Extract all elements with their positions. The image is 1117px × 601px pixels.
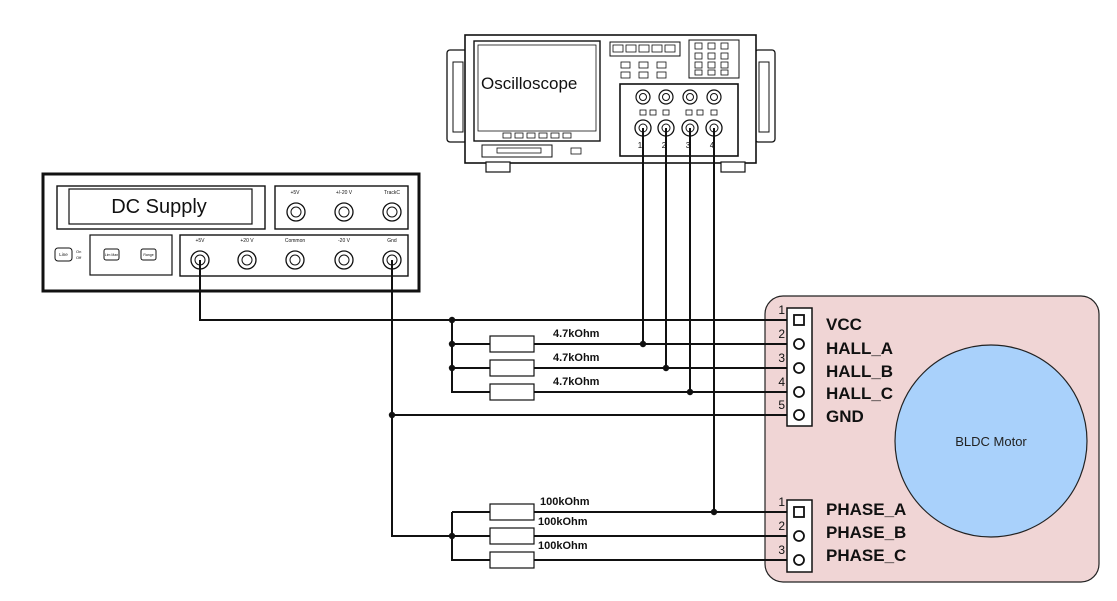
resistor <box>489 503 535 521</box>
resistor <box>489 527 535 545</box>
pin-name: PHASE_A <box>826 500 906 519</box>
jack-label: +5V <box>195 238 205 244</box>
resistor-label: 100kOhm <box>538 540 588 552</box>
resistor <box>489 359 535 377</box>
pin-number: 3 <box>778 351 785 365</box>
resistor-label: 4.7kOhm <box>553 352 600 364</box>
pin-number: 3 <box>778 543 785 557</box>
pin-number: 2 <box>778 519 785 533</box>
phase-connector: 1 2 3 PHASE_A PHASE_B PHASE_C <box>778 495 906 573</box>
jack-label: TrackC <box>384 190 400 196</box>
pullup-resistors: 4.7kOhm 4.7kOhm 4.7kOhm <box>489 328 600 401</box>
junction-dots <box>388 316 718 540</box>
connector-pin <box>793 362 805 374</box>
lim-man-label: Lim Man <box>105 253 118 257</box>
dc-supply-title: DC Supply <box>111 196 207 218</box>
connector-pin <box>793 338 805 350</box>
pin-name: HALL_C <box>826 384 893 403</box>
connector-pin <box>793 314 805 326</box>
pin-number: 5 <box>778 398 785 412</box>
pin-name: GND <box>826 407 864 426</box>
pin-number: 2 <box>778 327 785 341</box>
switch-off-label: Off <box>76 255 82 260</box>
dc-supply-display <box>68 188 253 225</box>
resistor-label: 4.7kOhm <box>553 376 600 388</box>
range-label: Range <box>143 253 153 257</box>
resistor <box>489 335 535 353</box>
pin-number: 1 <box>778 495 785 509</box>
resistor-label: 100kOhm <box>540 496 590 508</box>
connector-pin <box>793 386 805 398</box>
phase-resistors: 100kOhm 100kOhm 100kOhm <box>489 496 590 569</box>
pin-number: 1 <box>778 303 785 317</box>
line-switch[interactable] <box>54 247 73 262</box>
resistor-label: 100kOhm <box>538 516 588 528</box>
range-button[interactable] <box>140 248 157 261</box>
connector-pin <box>793 409 805 421</box>
pin-number: 4 <box>778 375 785 389</box>
connector-pin <box>793 506 805 518</box>
resistor <box>489 383 535 401</box>
jack-label: Common <box>285 238 306 244</box>
pin-name: HALL_B <box>826 362 893 381</box>
pin-name: VCC <box>826 315 862 334</box>
switch-on-label: On <box>76 249 81 254</box>
pin-name: HALL_A <box>826 339 893 358</box>
scope-channel-label: 3 <box>686 141 691 150</box>
oscilloscope-title: Oscilloscope <box>481 74 577 93</box>
motor-block: BLDC Motor <box>764 295 1100 583</box>
motor-label: BLDC Motor <box>955 434 1027 449</box>
scope-channel-label: 1 <box>638 141 643 150</box>
line-switch-label: Line <box>59 252 68 257</box>
resistor <box>489 551 535 569</box>
pin-name: PHASE_B <box>826 523 906 542</box>
dc-supply: DC Supply +5V +/-20 V TrackC Line On Off… <box>41 172 421 293</box>
connector-pin <box>793 554 805 566</box>
motor-rotor <box>894 344 1088 538</box>
oscilloscope: Oscilloscope <box>446 34 776 173</box>
jack-label: -20 V <box>338 238 351 244</box>
scope-channel-label: 2 <box>662 141 667 150</box>
jack-label: +5V <box>290 190 300 196</box>
pin-name: PHASE_C <box>826 546 906 565</box>
resistor-label: 4.7kOhm <box>553 328 600 340</box>
hall-connector: 1 2 3 4 5 VCC HALL_A HALL_B HALL_C GND <box>778 303 893 427</box>
jack-label: +20 V <box>240 238 254 244</box>
wires <box>199 128 797 561</box>
jack-label: +/-20 V <box>336 190 353 196</box>
connector-pin <box>793 530 805 542</box>
scope-channel-label: 4 <box>710 141 715 150</box>
jack-label: Gnd <box>387 238 397 244</box>
lim-man-button[interactable] <box>103 248 120 261</box>
